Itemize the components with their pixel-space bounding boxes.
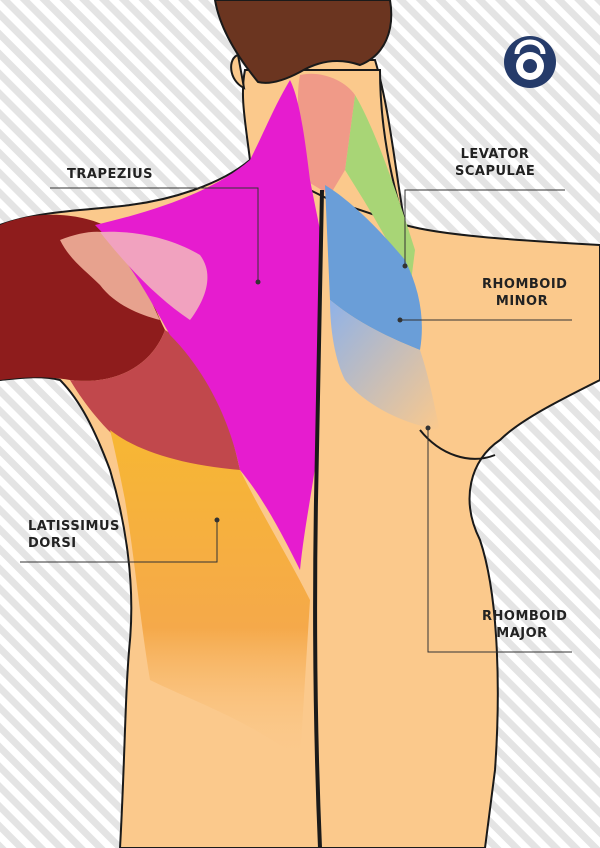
latissimus-dorsi-label: LATISSIMUS DORSI: [28, 518, 120, 552]
neck-muscle: [297, 73, 355, 195]
rhomboid-major-label-line1: RHOMBOID: [482, 609, 568, 624]
deltoid-highlight: [60, 231, 160, 320]
trapezius-highlight: [100, 231, 208, 320]
rhomboid-major-label: RHOMBOID MAJOR: [482, 608, 568, 642]
rhomboid-minor-label-line2: MINOR: [495, 294, 549, 309]
rhomboid-major-leader: [427, 428, 572, 653]
latissimus-leader: [20, 520, 218, 563]
latissimus-label-line1: LATISSIMUS: [28, 519, 120, 534]
levator-label-line1: LEVATOR: [460, 147, 530, 162]
hair: [213, 0, 393, 84]
spine-line: [313, 189, 324, 848]
trapezius-label: TRAPEZIUS: [67, 166, 153, 183]
rhomboid-major-label-line2: MAJOR: [496, 626, 548, 641]
levator-leader: [404, 189, 565, 266]
latissimus-dorsi-muscle: [110, 430, 310, 760]
leader-dots: [214, 263, 431, 523]
scapula-contour: [419, 429, 496, 460]
levator-label-line2: SCAPULAE: [455, 164, 536, 179]
levator-scapulae-muscle: [345, 95, 415, 290]
trapezius-leader: [50, 187, 259, 282]
levator-scapulae-label: LEVATOR SCAPULAE: [455, 146, 535, 180]
leader-lines: [20, 187, 572, 653]
latissimus-label-line2: DORSI: [28, 536, 77, 551]
kettlebell-logo-icon: [504, 36, 556, 88]
left-ear: [230, 53, 246, 90]
rhomboid-major-muscle: [330, 300, 440, 430]
rhomboid-minor-label: RHOMBOID MINOR: [482, 276, 568, 310]
rhomboid-minor-muscle: [325, 185, 422, 350]
rhomboid-minor-label-line1: RHOMBOID: [482, 277, 568, 292]
trapezius-muscle: [95, 80, 320, 570]
trapezius-label-text: TRAPEZIUS: [67, 167, 154, 182]
